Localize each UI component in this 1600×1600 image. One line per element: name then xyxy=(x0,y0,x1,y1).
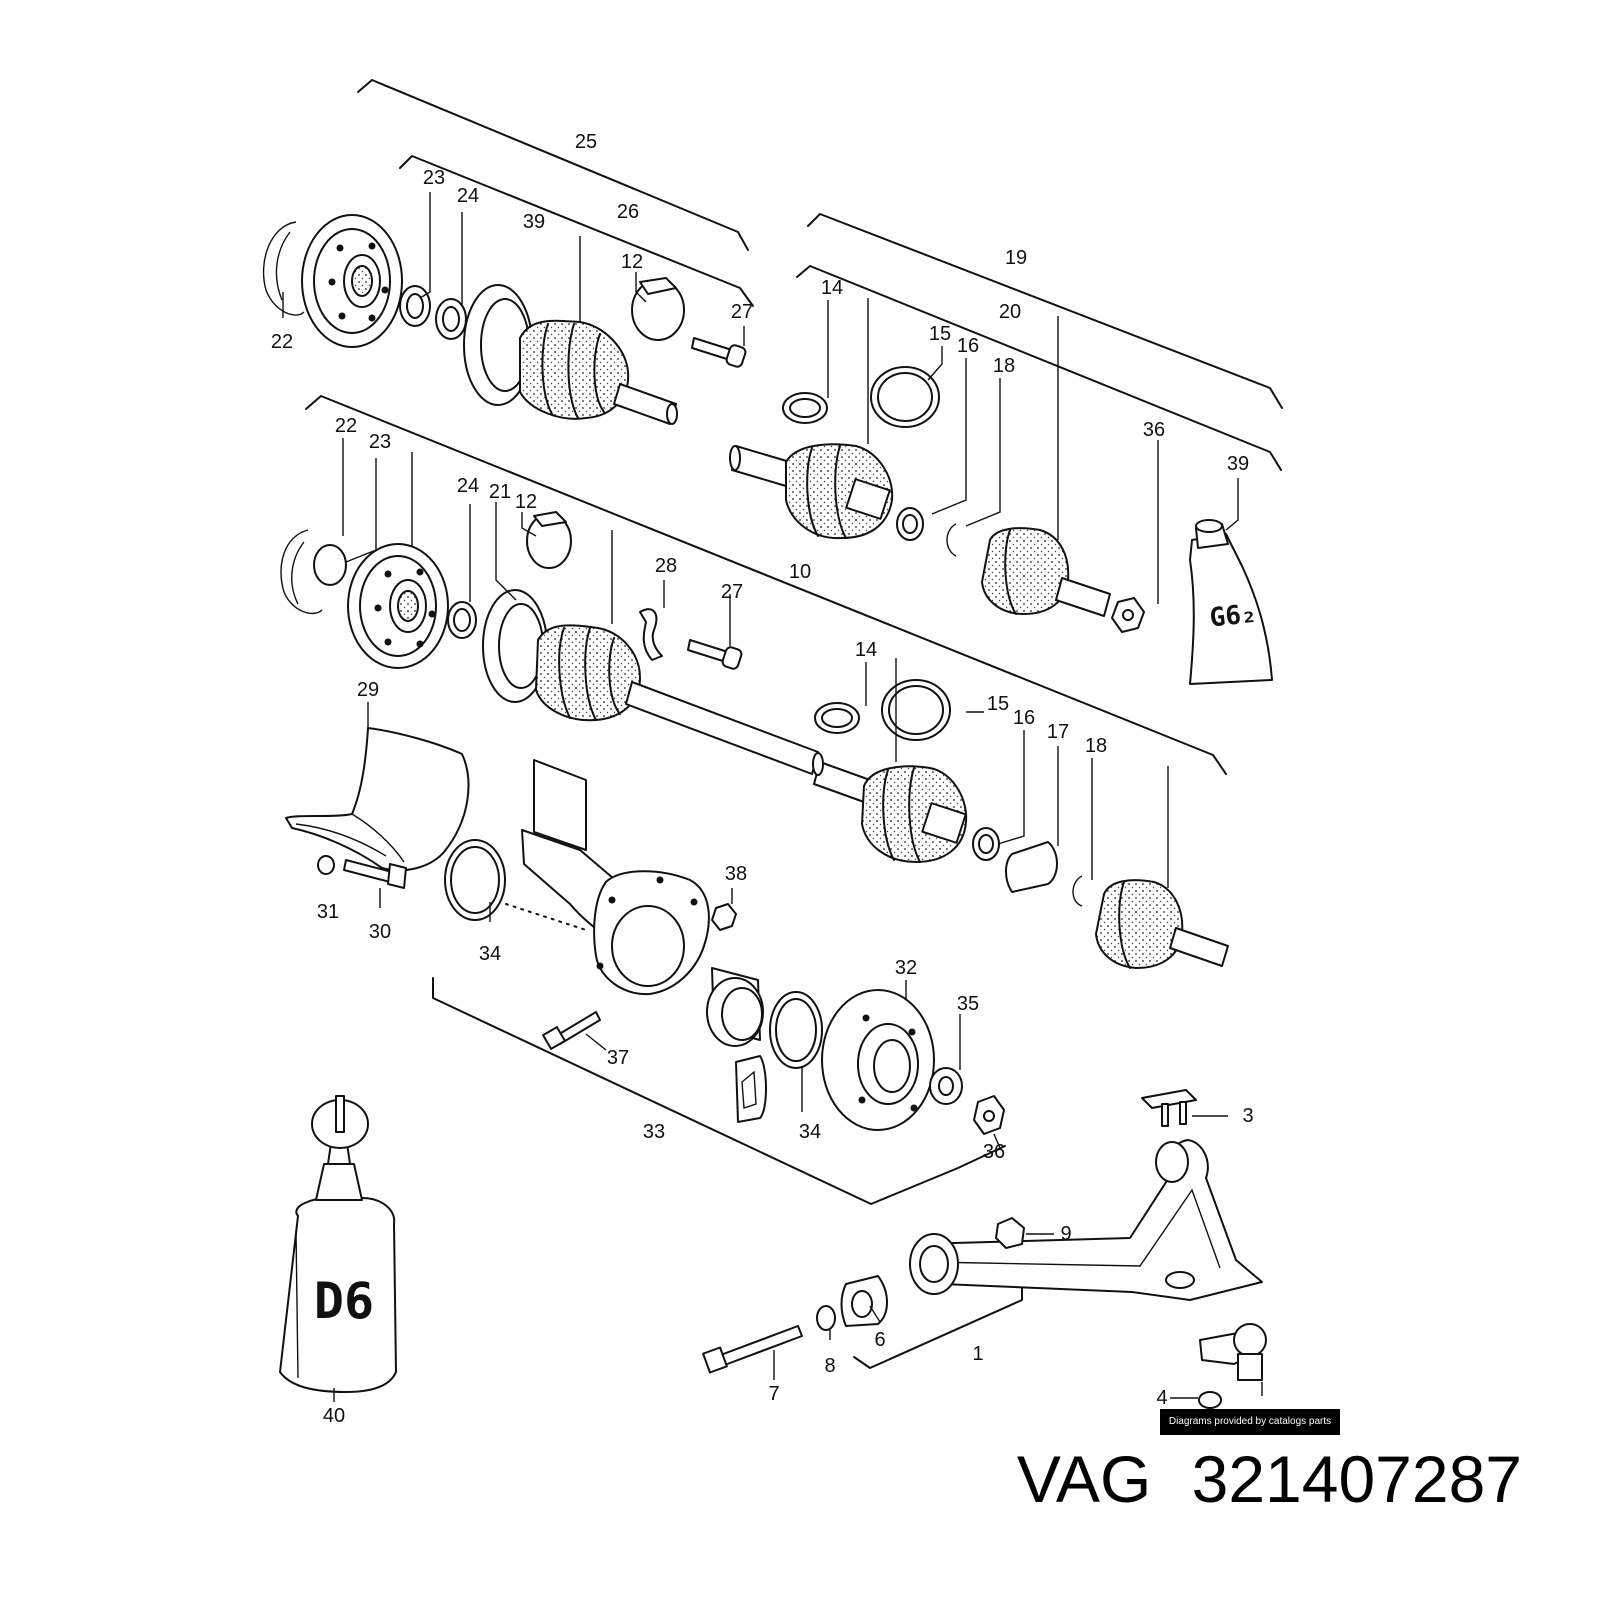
cv-boot-39-upper xyxy=(519,319,630,420)
callout-31: 31 xyxy=(317,901,339,923)
callout-9: 9 xyxy=(1060,1223,1071,1245)
socket-bolt-27-upper xyxy=(691,337,733,361)
brand-label: VAG xyxy=(1016,1442,1152,1516)
callout-21: 21 xyxy=(489,481,511,503)
callout-36: 36 xyxy=(1143,419,1165,441)
part-caption: VAG 321407287 xyxy=(902,1442,1522,1516)
callout-16: 16 xyxy=(1013,707,1035,729)
circlip-18-upper xyxy=(946,523,957,557)
callout-10: 10 xyxy=(789,561,811,583)
upper-cv-joint-assembly xyxy=(262,214,747,425)
strut-mount xyxy=(533,759,587,851)
nut-9 xyxy=(995,1217,1025,1249)
callout-24: 24 xyxy=(457,185,479,207)
washer-4 xyxy=(1198,1391,1222,1409)
callout-24: 24 xyxy=(457,475,479,497)
callout-25: 25 xyxy=(575,131,597,153)
callout-numbers: 25 23 24 39 26 12 27 22 19 14 20 15 16 1… xyxy=(271,131,1254,1427)
callout-7: 7 xyxy=(768,1383,779,1405)
callout-4: 4 xyxy=(1156,1387,1167,1409)
callout-14: 14 xyxy=(821,277,843,299)
callout-15: 15 xyxy=(929,323,951,345)
assembly-brackets xyxy=(305,79,1283,1369)
callout-19: 19 xyxy=(1005,247,1027,269)
bracket-28 xyxy=(639,608,663,661)
circlip-22-lower xyxy=(280,529,323,615)
callout-22: 22 xyxy=(335,415,357,437)
callout-18: 18 xyxy=(993,355,1015,377)
callout-39: 39 xyxy=(1227,453,1249,475)
callout-29: 29 xyxy=(357,679,379,701)
callout-39: 39 xyxy=(523,211,545,233)
callout-28: 28 xyxy=(655,555,677,577)
callout-32: 32 xyxy=(895,957,917,979)
callout-16: 16 xyxy=(957,335,979,357)
circlip-18-lower xyxy=(1072,875,1083,907)
callout-1: 1 xyxy=(972,1343,983,1365)
stub-shaft-20 xyxy=(1055,577,1111,617)
oil-bottle-40: D6 xyxy=(279,1095,397,1393)
callout-35: 35 xyxy=(957,993,979,1015)
bracket-3 xyxy=(1141,1089,1197,1109)
dust-shield-29 xyxy=(285,727,470,889)
stub-shaft-lower xyxy=(1169,927,1229,967)
washer-8 xyxy=(816,1305,836,1331)
nut-38 xyxy=(711,903,737,931)
callout-12: 12 xyxy=(515,491,537,513)
callout-34: 34 xyxy=(799,1121,821,1143)
diagram-credit-badge: Diagrams provided by catalogs parts xyxy=(1160,1409,1340,1435)
half-shaft-10 xyxy=(625,681,819,775)
control-arm-1 xyxy=(917,1139,1263,1301)
callout-27: 27 xyxy=(721,581,743,603)
part-number: 321407287 xyxy=(1191,1442,1522,1516)
callout-6: 6 xyxy=(874,1329,885,1351)
callout-38: 38 xyxy=(725,863,747,885)
control-arm-assembly xyxy=(702,1089,1267,1409)
callout-8: 8 xyxy=(824,1355,835,1377)
callout-36: 36 xyxy=(983,1141,1005,1163)
callout-37: 37 xyxy=(607,1047,629,1069)
main-drive-shaft-assembly xyxy=(280,511,1229,970)
callout-17: 17 xyxy=(1047,721,1069,743)
cv-joint-20 xyxy=(980,527,1070,616)
callout-20: 20 xyxy=(999,301,1021,323)
callout-23: 23 xyxy=(423,167,445,189)
washer-31 xyxy=(317,855,335,875)
socket-bolt-27-lower xyxy=(687,639,729,663)
callout-22: 22 xyxy=(271,331,293,353)
callout-33: 33 xyxy=(643,1121,665,1143)
grease-tube-39: G6₂ xyxy=(1189,519,1273,685)
grease-tube-label: G6₂ xyxy=(1208,599,1258,634)
callout-12: 12 xyxy=(621,251,643,273)
callout-18: 18 xyxy=(1085,735,1107,757)
callout-40: 40 xyxy=(323,1405,345,1427)
oil-bottle-label: D6 xyxy=(314,1272,374,1330)
callout-3: 3 xyxy=(1242,1105,1253,1127)
callout-30: 30 xyxy=(369,921,391,943)
callout-27: 27 xyxy=(731,301,753,323)
inner-cv-joint-upper-right xyxy=(729,366,1145,633)
grease-sachet xyxy=(735,1055,767,1123)
callout-26: 26 xyxy=(617,201,639,223)
bolt-7 xyxy=(717,1325,803,1367)
sleeve-17 xyxy=(1005,841,1058,893)
inner-cv-joint-lower xyxy=(1094,879,1184,970)
callout-14: 14 xyxy=(855,639,877,661)
leader-lines xyxy=(282,192,1263,1402)
callout-15: 15 xyxy=(987,693,1009,715)
callout-23: 23 xyxy=(369,431,391,453)
wheel-bearing-housing-33 xyxy=(444,759,1005,1135)
circlip-22-upper xyxy=(262,221,305,316)
callout-34: 34 xyxy=(479,943,501,965)
